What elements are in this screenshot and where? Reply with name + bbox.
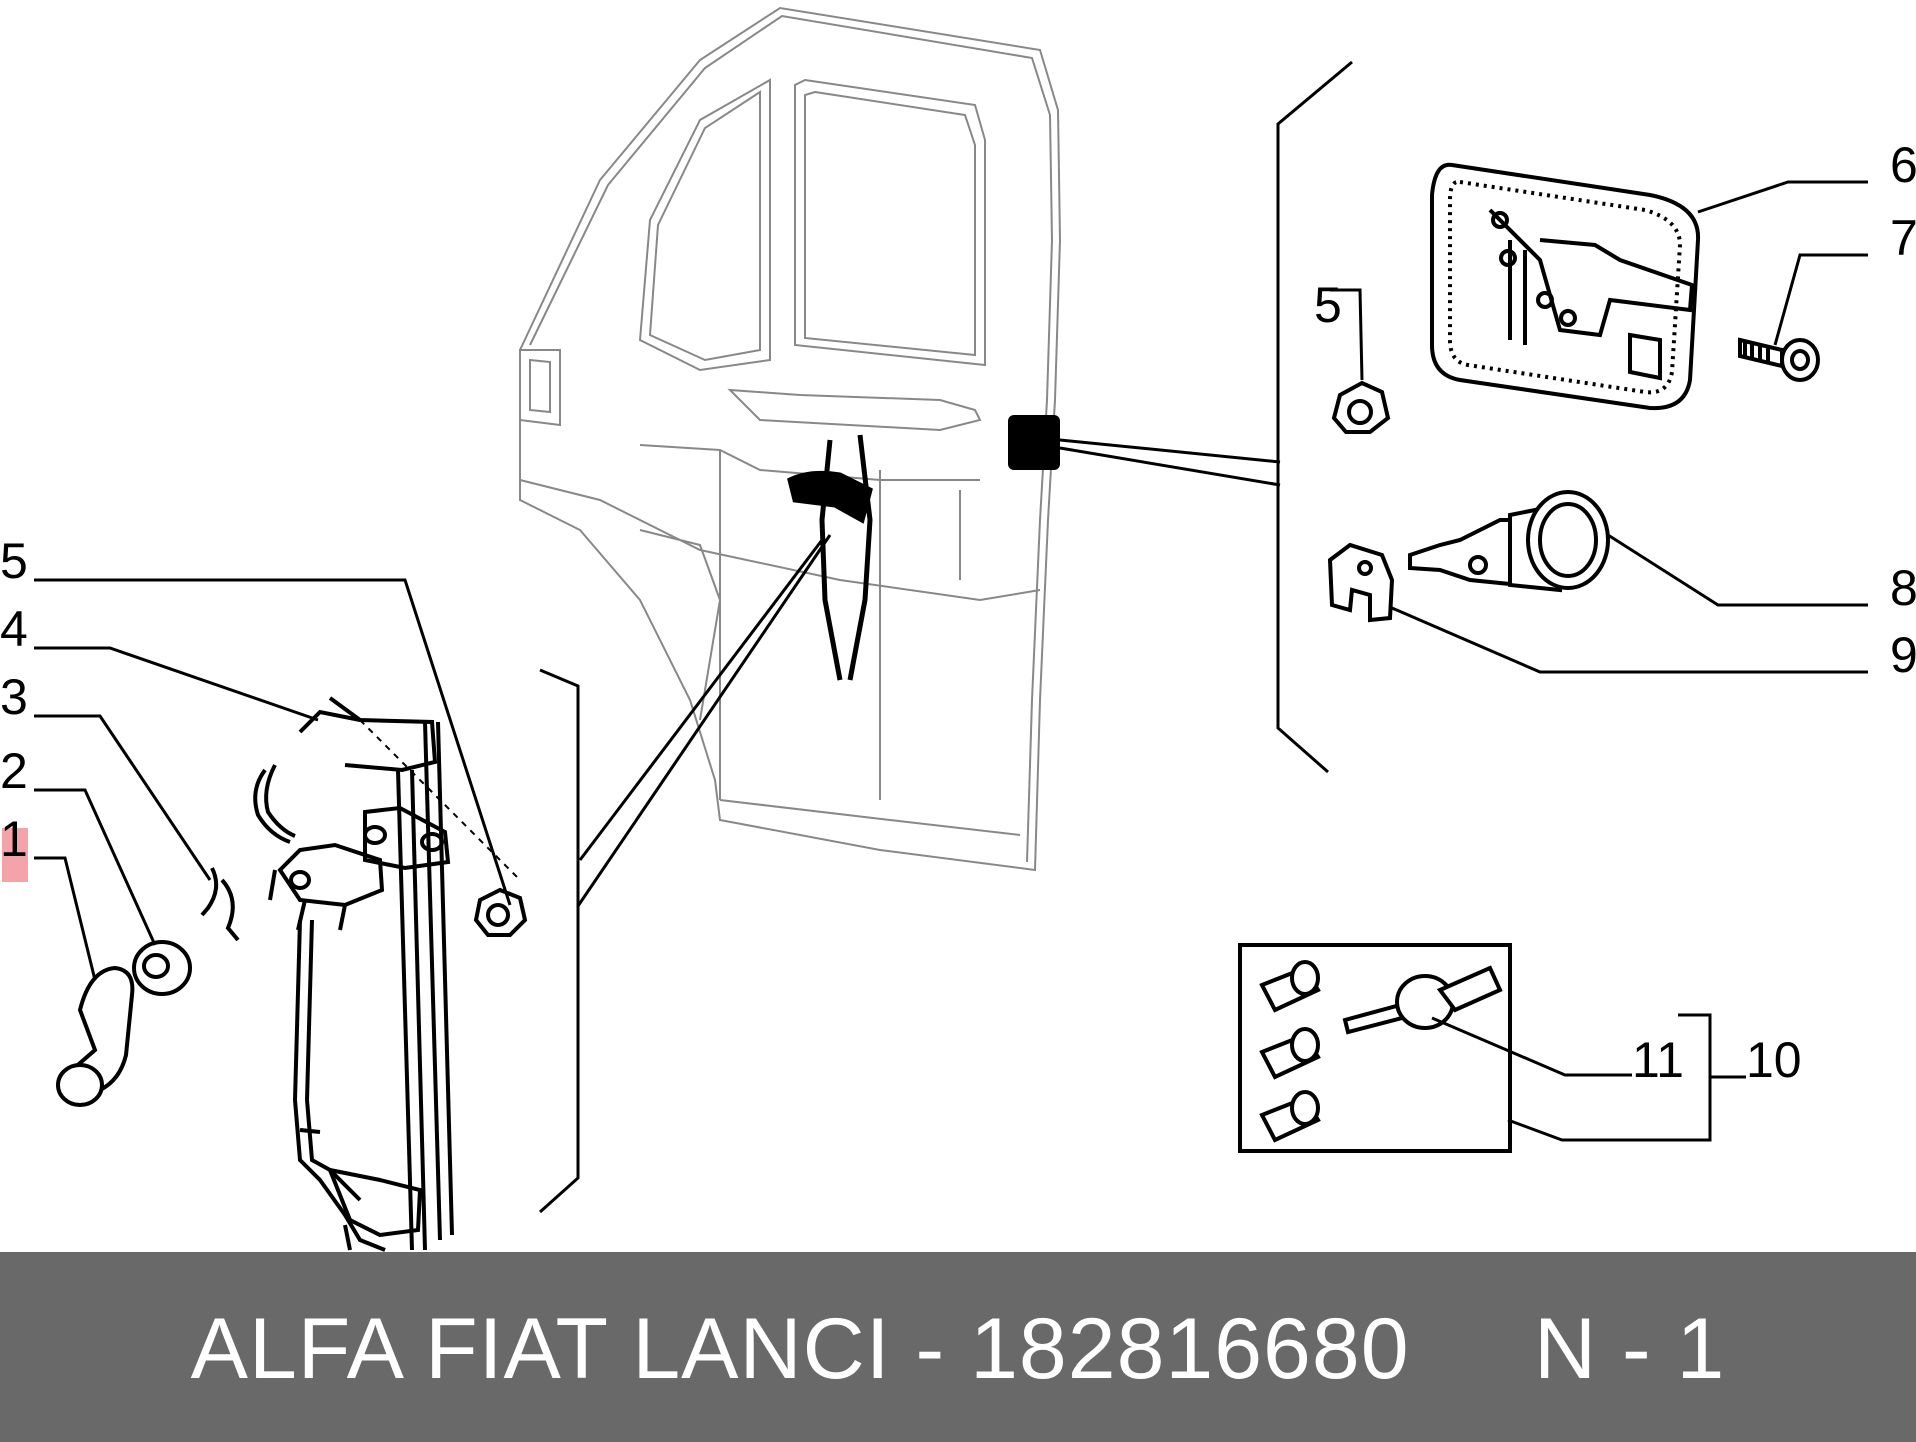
window-regulator	[253, 696, 521, 1252]
right-group-bracket	[1276, 60, 1353, 774]
left-group-bracket	[538, 668, 580, 1214]
callout-left-1: 1	[0, 811, 28, 867]
kit-leader-lines	[1431, 1013, 1746, 1142]
footer-bar: ALFA FIAT LANCI - 182816680 N - 1	[0, 1252, 1916, 1442]
footer-caption: ALFA FIAT LANCI - 182816680 N - 1	[0, 1300, 1916, 1399]
nut-right	[1331, 380, 1391, 434]
callout-left-5: 5	[0, 533, 28, 589]
highlight-marker	[2, 828, 28, 882]
door-handle-block	[1008, 415, 1281, 487]
callout-kit-11: 11	[1632, 1032, 1684, 1088]
callout-left-3: 3	[0, 669, 28, 725]
door-regulator-sketch	[787, 434, 873, 681]
door-lock-assembly	[1430, 162, 1701, 411]
parts-diagram: 5 4 3 2 1 6 7 5 8 9 11 10	[0, 6, 1916, 1252]
nut-left	[473, 887, 528, 937]
right-leader-lines	[1330, 180, 1868, 674]
callout-right-6: 6	[1890, 137, 1916, 193]
callout-right-8: 8	[1890, 560, 1916, 616]
footer-brand-part: ALFA FIAT LANCI - 182816680	[190, 1301, 1410, 1397]
callout-labels: 5 4 3 2 1 6 7 5 8 9 11 10	[0, 137, 1916, 1088]
callout-kit-10: 10	[1746, 1032, 1802, 1088]
window-crank-handle	[56, 965, 135, 1107]
screw-part	[1738, 337, 1820, 382]
clip-part	[200, 867, 240, 942]
lock-cylinder	[1408, 490, 1610, 593]
door-outline	[519, 6, 1062, 872]
callout-left-2: 2	[0, 743, 28, 799]
retaining-clip	[1327, 542, 1395, 623]
kit-key	[1342, 965, 1503, 1035]
callout-right-9: 9	[1890, 627, 1916, 683]
kit-lock-cylinders	[1259, 960, 1321, 1143]
left-leader-lines	[34, 578, 512, 981]
washer-part	[132, 940, 192, 996]
callout-right-5: 5	[1314, 277, 1342, 333]
footer-ref: N - 1	[1534, 1301, 1726, 1397]
callout-left-4: 4	[0, 601, 28, 657]
callout-right-7: 7	[1890, 210, 1916, 266]
lock-kit-box	[1238, 943, 1512, 1153]
